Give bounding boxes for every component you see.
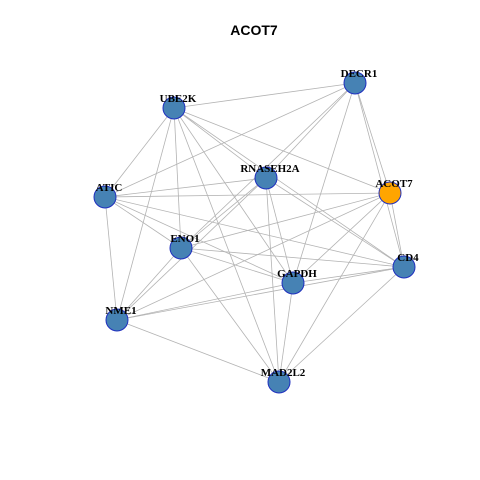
edge-decr1-cd4	[354, 82, 405, 268]
edge-nme1-mad2l2	[116, 319, 280, 383]
edge-acot7-gapdh	[292, 192, 391, 284]
edge-rnaseh2a-cd4	[265, 177, 405, 268]
edge-cd4-mad2l2	[278, 266, 405, 383]
edge-acot7-mad2l2	[278, 192, 391, 383]
node-gapdh[interactable]	[281, 271, 305, 295]
node-label-rnaseh2a: RNASEH2A	[240, 163, 299, 175]
edge-acot7-atic	[104, 192, 391, 198]
edge-eno1-nme1	[116, 247, 182, 321]
edges-layer	[104, 82, 405, 383]
node-decr1[interactable]	[343, 71, 367, 95]
edge-atic-eno1	[104, 196, 182, 249]
edge-ube2k-mad2l2	[173, 107, 280, 383]
edge-decr1-acot7	[354, 82, 391, 194]
edge-rnaseh2a-gapdh	[265, 177, 294, 284]
nodes-layer	[93, 71, 416, 394]
edge-eno1-cd4	[180, 247, 405, 268]
node-label-cd4: CD4	[397, 252, 419, 264]
edge-ube2k-nme1	[116, 107, 175, 321]
edge-atic-nme1	[104, 196, 118, 321]
edge-acot7-eno1	[180, 192, 391, 249]
diagram-title: ACOT7	[230, 22, 278, 38]
edge-decr1-gapdh	[292, 82, 356, 284]
edge-atic-cd4	[104, 196, 405, 268]
node-label-eno1: ENO1	[170, 233, 199, 245]
node-label-acot7: ACOT7	[375, 178, 413, 190]
edge-decr1-ube2k	[173, 82, 356, 109]
node-label-gapdh: GAPDH	[277, 268, 317, 280]
node-label-nme1: NME1	[105, 305, 136, 317]
edge-rnaseh2a-eno1	[180, 177, 267, 249]
node-rnaseh2a[interactable]	[254, 166, 278, 190]
edge-decr1-atic	[104, 82, 356, 198]
edge-ube2k-rnaseh2a	[173, 107, 267, 179]
node-atic[interactable]	[93, 185, 117, 209]
edge-acot7-cd4	[389, 192, 405, 268]
edge-ube2k-atic	[104, 107, 175, 198]
edge-gapdh-mad2l2	[278, 282, 294, 383]
edge-rnaseh2a-atic	[104, 177, 267, 198]
edge-eno1-gapdh	[180, 247, 294, 284]
edge-gapdh-nme1	[116, 282, 294, 321]
edge-acot7-nme1	[116, 192, 391, 321]
node-acot7[interactable]	[378, 181, 402, 205]
node-label-atic: ATIC	[96, 182, 123, 194]
edge-eno1-mad2l2	[180, 247, 280, 383]
node-eno1[interactable]	[169, 236, 193, 260]
node-nme1[interactable]	[105, 308, 129, 332]
edge-atic-gapdh	[104, 196, 294, 284]
node-label-mad2l2: MAD2L2	[261, 367, 306, 379]
node-ube2k[interactable]	[162, 96, 186, 120]
edge-gapdh-cd4	[292, 266, 405, 284]
node-label-decr1: DECR1	[341, 68, 378, 80]
edge-ube2k-acot7	[173, 107, 391, 194]
edge-cd4-nme1	[116, 266, 405, 321]
edge-rnaseh2a-mad2l2	[265, 177, 280, 383]
edge-ube2k-eno1	[173, 107, 182, 249]
node-mad2l2[interactable]	[267, 370, 291, 394]
node-cd4[interactable]	[392, 255, 416, 279]
edge-ube2k-cd4	[173, 107, 405, 268]
edge-decr1-eno1	[180, 82, 356, 249]
node-label-ube2k: UBE2K	[160, 93, 197, 105]
edge-decr1-rnaseh2a	[265, 82, 356, 179]
